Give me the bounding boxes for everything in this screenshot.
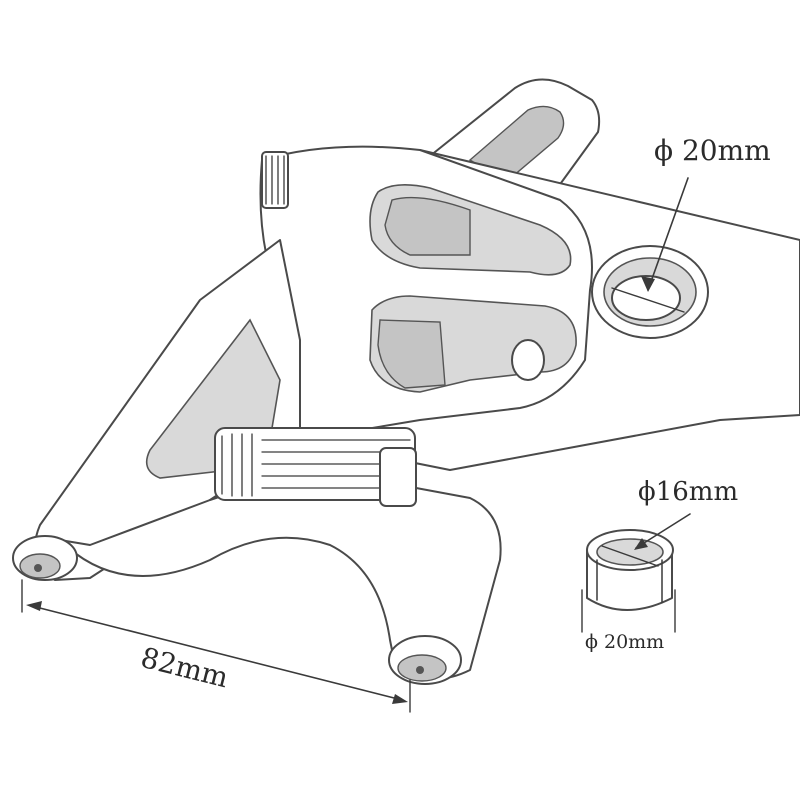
spacing-line	[31, 605, 403, 701]
bushing-arrowhead	[634, 538, 648, 550]
spacing-arrow-left	[26, 601, 42, 611]
bracket-body	[12, 78, 800, 685]
dimension-lines	[21, 177, 691, 713]
side-boss	[511, 339, 545, 381]
bore-chord	[611, 287, 685, 313]
bushing	[586, 529, 674, 611]
upper-window-depth	[384, 196, 471, 256]
bushing-outer-label: ϕ 20mm	[585, 631, 664, 653]
bore-arrowhead	[641, 276, 655, 292]
mount-spacing-label: 82mm	[138, 641, 232, 694]
bore-leader	[647, 177, 689, 291]
lower-yoke	[59, 469, 502, 680]
top-pivot	[261, 151, 289, 209]
bushing-leader	[635, 513, 691, 549]
bushing-inner-label: ϕ16mm	[638, 477, 738, 507]
upper-slot	[468, 105, 565, 183]
right-mount-eye	[388, 635, 462, 685]
cross-pivot	[214, 427, 417, 507]
spacing-arrow-right	[392, 694, 408, 704]
bushing-chord	[601, 545, 659, 567]
lower-window-depth	[377, 319, 446, 389]
large-bore-hole	[611, 275, 681, 321]
left-mount-eye	[12, 535, 78, 581]
bore-diameter-label: ϕ 20mm	[654, 134, 771, 167]
